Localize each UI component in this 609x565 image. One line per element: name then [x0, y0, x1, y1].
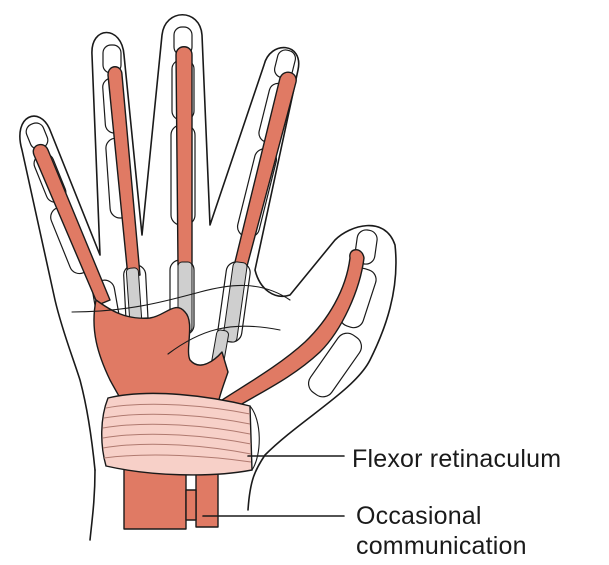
- sheath-ring-finger: [107, 66, 141, 278]
- flexor-retinaculum: [101, 392, 260, 476]
- label-flexor-retinaculum: Flexor retinaculum: [352, 445, 562, 473]
- thenar-crease-line: [167, 325, 281, 355]
- label-occasional: Occasional: [356, 502, 482, 530]
- sheath-middle-finger: [175, 46, 193, 266]
- label-communication: communication: [356, 532, 527, 560]
- hand-outline: [19, 13, 397, 511]
- wrist-outline-left: [89, 469, 96, 541]
- radial-bursa: [221, 249, 365, 411]
- palmar-crease-line: [71, 284, 291, 313]
- digital-tendon-sheaths: [32, 46, 297, 306]
- sheath-little-finger: [32, 143, 111, 306]
- sheath-index-finger: [233, 71, 297, 271]
- occasional-communication-bridge: [185, 489, 197, 521]
